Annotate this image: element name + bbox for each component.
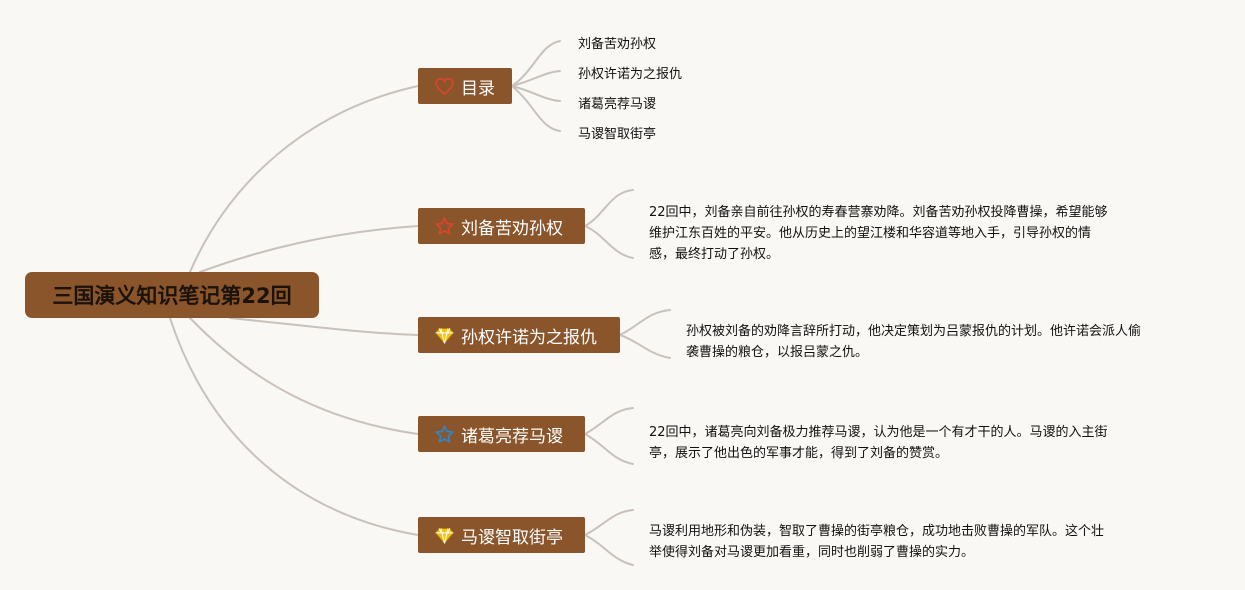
topic-node-toc[interactable]: 目录 [418, 68, 512, 104]
topic-label: 诸葛亮荐马谡 [461, 426, 563, 447]
description-line: 22回中，刘备亲自前往孙权的寿春营寨劝降。刘备苦劝孙权投降曹操，希望能够 [649, 205, 1108, 220]
connector-topic2-desc [584, 189, 634, 259]
topic-label: 刘备苦劝孙权 [461, 218, 563, 239]
description-line: 22回中，诸葛亮向刘备极力推荐马谡，认为他是一个有才干的人。马谡的入主街 [649, 425, 1108, 440]
connector-root-topic-4 [189, 317, 419, 435]
description-line: 举使得刘备对马谡更加看重，同时也削弱了曹操的实力。 [649, 545, 975, 560]
connector-root-topic-5 [169, 317, 419, 536]
connector-root-topic-1 [189, 85, 419, 273]
toc-leaf-item[interactable]: 马谡智取街亭 [578, 127, 657, 142]
description-line: 亭，展示了他出色的军事才能，得到了刘备的赞赏。 [649, 446, 949, 461]
connector-topic5-desc [584, 509, 634, 566]
topic-label: 孙权许诺为之报仇 [461, 327, 597, 348]
description-line: 感，最终打动了孙权。 [649, 247, 780, 262]
topic-label: 目录 [461, 78, 495, 99]
topic-description: 22回中，诸葛亮向刘备极力推荐马谡，认为他是一个有才干的人。马谡的入主街 亭，展… [649, 422, 1108, 464]
connector-root-topic-2 [199, 225, 419, 273]
connector-topic1-leaf-3 [511, 85, 561, 102]
description-line: 维护江东百姓的平安。他从历史上的望江楼和华容道等地入手，引导孙权的情 [649, 226, 1092, 241]
star-icon [434, 424, 455, 445]
description-line: 马谡利用地形和伪装，智取了曹操的街亭粮仓，成功地击败曹操的军队。这个壮 [649, 524, 1105, 539]
star-icon [434, 216, 455, 237]
connector-topic1-leaf-1 [511, 40, 561, 87]
description-line: 袭曹操的粮仓，以报吕蒙之仇。 [686, 345, 869, 360]
root-title: 三国演义知识笔记第22回 [52, 284, 292, 308]
connector-topic3-desc [619, 309, 671, 359]
connector-root-topic-3 [229, 317, 419, 336]
topic-description: 孙权被刘备的劝降言辞所打动，他决定策划为吕蒙报仇的计划。他许诺会派人偷 袭曹操的… [686, 321, 1141, 363]
toc-leaf-item[interactable]: 孙权许诺为之报仇 [578, 67, 683, 82]
diamond-icon [434, 325, 455, 346]
description-line: 孙权被刘备的劝降言辞所打动，他决定策划为吕蒙报仇的计划。他许诺会派人偷 [686, 324, 1142, 339]
topic-node-liubei[interactable]: 刘备苦劝孙权 [418, 208, 585, 244]
topic-description: 马谡利用地形和伪装，智取了曹操的街亭粮仓，成功地击败曹操的军队。这个壮 举使得刘… [649, 521, 1104, 563]
root-node[interactable]: 三国演义知识笔记第22回 [25, 272, 319, 318]
topic-label: 马谡智取街亭 [461, 527, 563, 548]
topic-node-sunquan[interactable]: 孙权许诺为之报仇 [418, 317, 620, 353]
toc-leaf-item[interactable]: 诸葛亮荐马谡 [578, 97, 657, 112]
diamond-icon [434, 525, 455, 546]
connector-topic4-desc [584, 407, 634, 465]
heart-icon [434, 76, 455, 97]
connector-topic1-leaf-4 [511, 85, 561, 132]
topic-description: 22回中，刘备亲自前往孙权的寿春营寨劝降。刘备苦劝孙权投降曹操，希望能够 维护江… [649, 202, 1108, 265]
toc-leaf-item[interactable]: 刘备苦劝孙权 [578, 37, 657, 52]
topic-node-masu[interactable]: 马谡智取街亭 [418, 517, 585, 553]
connector-topic1-leaf-2 [511, 70, 561, 87]
topic-node-zhuge[interactable]: 诸葛亮荐马谡 [418, 416, 585, 452]
